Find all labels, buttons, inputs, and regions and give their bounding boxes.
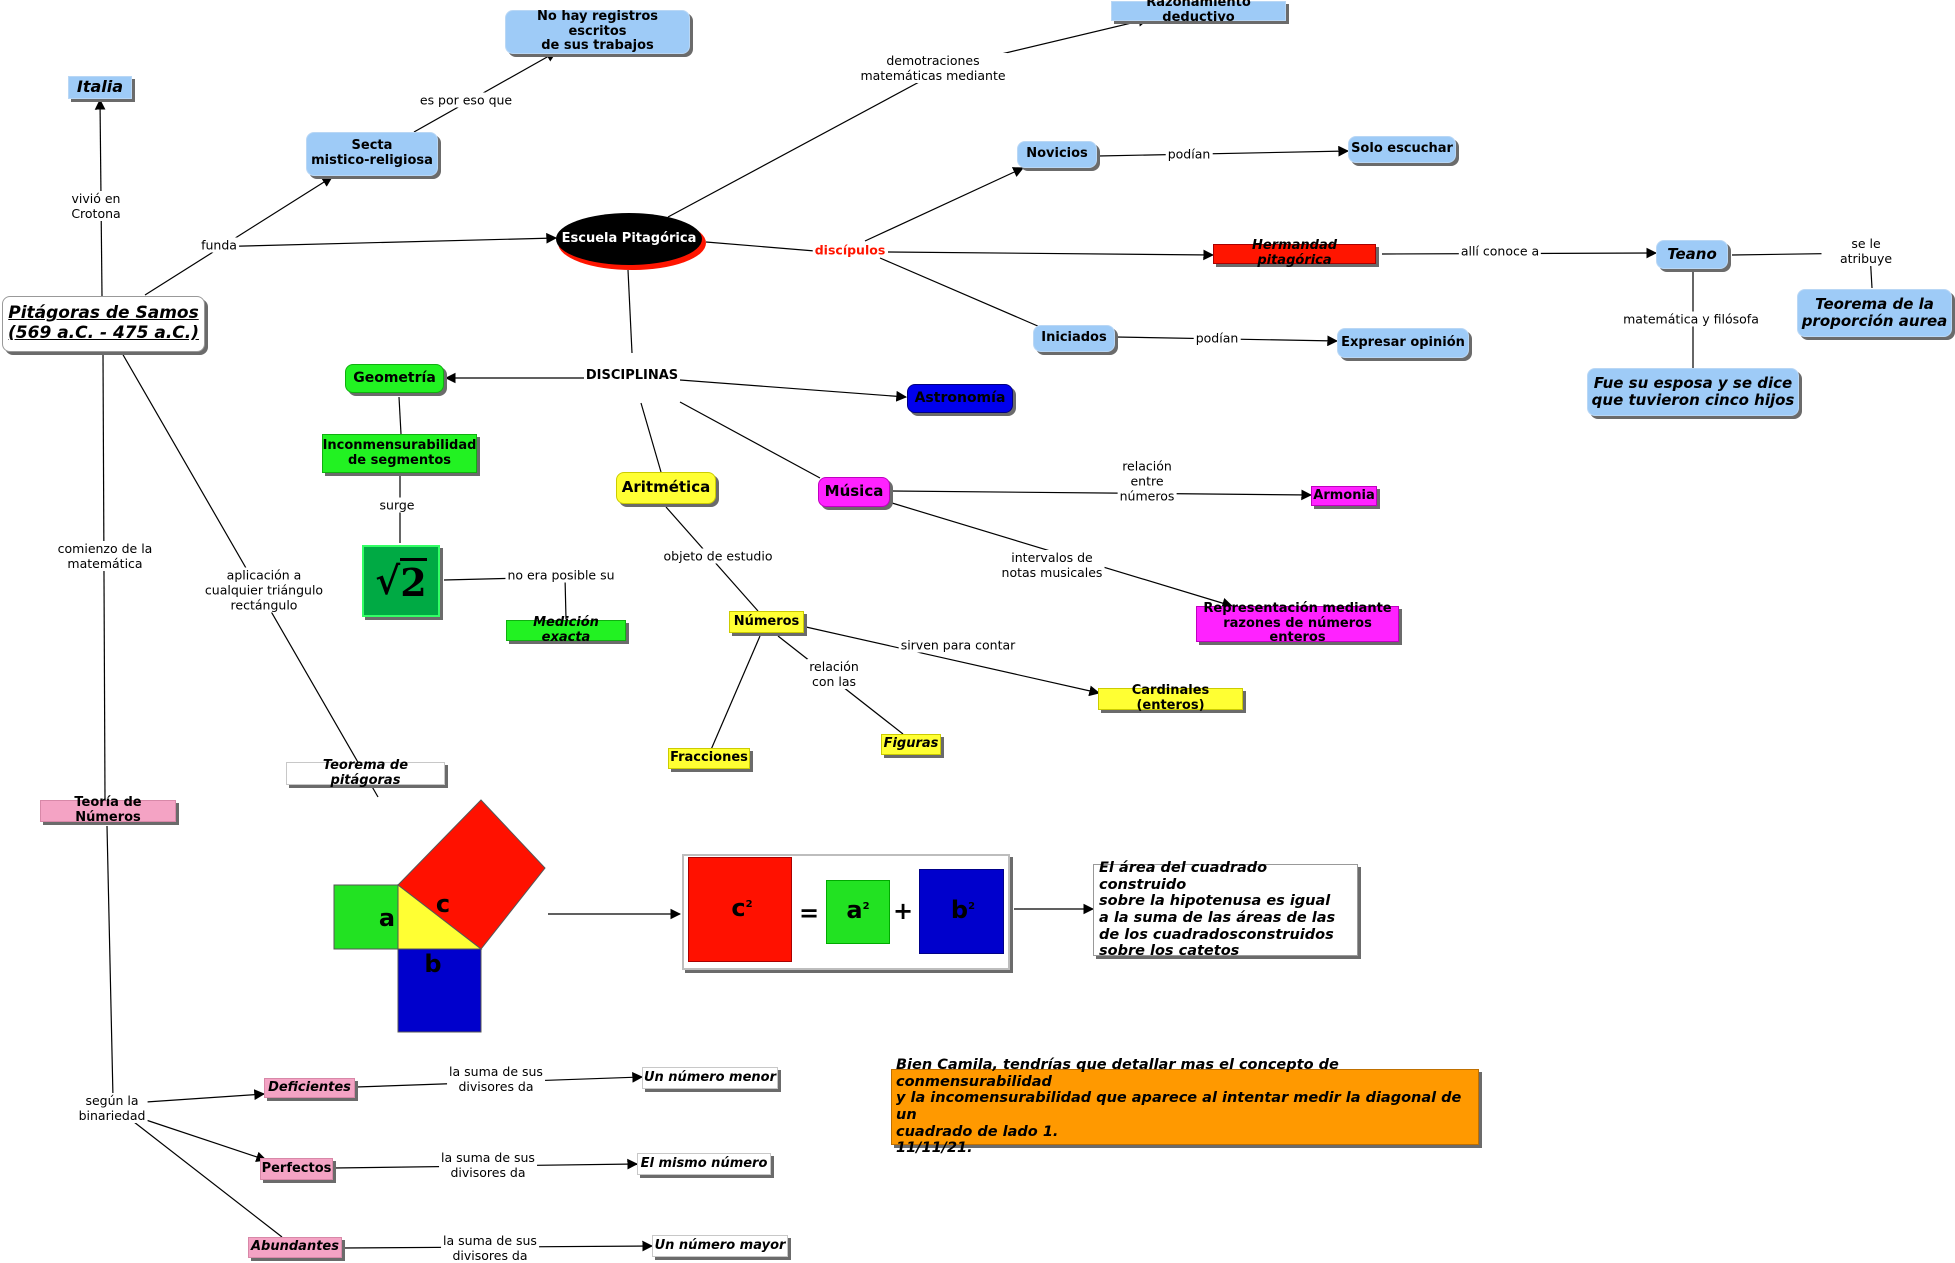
node-secta[interactable]: Secta mistico-religiosa <box>306 132 438 176</box>
equation-b: b2 <box>950 896 976 924</box>
sqrt-icon: √ <box>375 558 401 604</box>
node-astronomia[interactable]: Astronomía <box>907 384 1013 413</box>
node-comentario[interactable]: Bien Camila, tendrías que detallar mas e… <box>891 1057 1479 1156</box>
label-suma-3: la suma de sus divisores da <box>441 1233 539 1263</box>
node-abundantes[interactable]: Abundantes <box>248 1237 342 1258</box>
node-representacion[interactable]: Representación mediante razones de númer… <box>1196 601 1399 645</box>
label-alli-conoce: allí conoce a <box>1458 243 1542 259</box>
node-esposa[interactable]: Fue su esposa y se dice que tuvieron cin… <box>1587 368 1799 416</box>
label-discipulos: discípulos <box>812 242 888 258</box>
node-teoria-numeros[interactable]: Teoría de Números <box>40 795 176 825</box>
node-fracciones[interactable]: Fracciones <box>668 748 750 769</box>
label-aplicacion: aplicación a cualquier triángulo rectáng… <box>202 567 326 613</box>
node-novicios[interactable]: Novicios <box>1017 141 1097 168</box>
equation-a: a2 <box>846 896 870 924</box>
equals-sign: = <box>798 899 820 927</box>
node-expresar[interactable]: Expresar opinión <box>1337 328 1469 358</box>
label-podian-2: podían <box>1193 330 1241 346</box>
triangle <box>397 883 483 950</box>
node-geometria[interactable]: Geometría <box>345 364 444 393</box>
equation-square-c <box>688 857 792 962</box>
square-b <box>397 948 482 1033</box>
label-a: a <box>378 904 396 932</box>
label-suma-2: la suma de sus divisores da <box>439 1150 537 1180</box>
node-numeros[interactable]: Números <box>729 611 804 633</box>
node-inconmensurabilidad[interactable]: Inconmensurabilidad de segmentos <box>322 434 477 473</box>
label-es-por-eso: es por eso que <box>417 92 515 108</box>
node-musica[interactable]: Música <box>818 477 890 507</box>
node-perfectos[interactable]: Perfectos <box>260 1158 333 1180</box>
equation-c: c2 <box>731 894 753 922</box>
node-escuela[interactable]: Escuela Pitagórica <box>556 213 702 265</box>
node-mismo[interactable]: El mismo número <box>637 1153 771 1175</box>
label-no-era-posible: no era posible su <box>505 567 617 583</box>
equation-square-a <box>826 880 890 944</box>
label-podian-1: podían <box>1165 146 1213 162</box>
label-segun: según la binariedad <box>76 1093 148 1123</box>
label-surge: surge <box>377 497 417 513</box>
plus-sign: + <box>892 897 914 925</box>
node-pitagoras[interactable]: Pitágoras de Samos (569 a.C. - 475 a.C.) <box>2 296 205 352</box>
node-disciplinas[interactable]: DISCIPLINAS <box>585 367 679 383</box>
label-se-le-atribuye: se le atribuye <box>1821 236 1911 266</box>
node-teorema-pitagoras[interactable]: Teorema de pitágoras <box>286 758 445 787</box>
label-relacion-numeros: relación entre números <box>1117 458 1177 504</box>
label-suma-1: la suma de sus divisores da <box>447 1064 545 1094</box>
label-vivio: vivió en Crotona <box>69 191 123 221</box>
node-no-registros[interactable]: No hay registros escritos de sus trabajo… <box>505 9 690 54</box>
equation-square-b <box>919 869 1004 954</box>
node-razonamiento[interactable]: Razonamiento deductivo <box>1111 0 1286 25</box>
node-iniciados[interactable]: Iniciados <box>1033 325 1115 352</box>
label-comienzo: comienzo de la matemática <box>55 541 155 571</box>
node-menor[interactable]: Un número menor <box>642 1067 778 1089</box>
label-b: b <box>424 950 442 978</box>
node-armonia[interactable]: Armonia <box>1311 486 1377 506</box>
label-sirven-contar: sirven para contar <box>898 637 1018 653</box>
label-relacion-con: relación con las <box>807 659 861 689</box>
label-matematica-filosofa: matemática y filósofa <box>1621 311 1761 327</box>
label-objeto-estudio: objeto de estudio <box>661 548 775 564</box>
node-explicacion[interactable]: El área del cuadrado construido sobre la… <box>1093 860 1358 959</box>
node-sqrt2[interactable]: √2 <box>362 545 440 617</box>
node-deficientes[interactable]: Deficientes <box>264 1078 355 1098</box>
node-italia[interactable]: Italia <box>68 76 132 99</box>
node-cardinales[interactable]: Cardinales (enteros) <box>1098 683 1243 713</box>
node-mayor[interactable]: Un número mayor <box>652 1235 788 1257</box>
node-teorema-aurea[interactable]: Teorema de la proporción aurea <box>1797 289 1952 337</box>
node-aritmetica[interactable]: Aritmética <box>616 472 716 504</box>
node-solo-escuchar[interactable]: Solo escuchar <box>1348 136 1456 163</box>
label-c: c <box>435 890 451 918</box>
label-funda: funda <box>199 237 239 253</box>
label-intervalos: intervalos de notas musicales <box>999 550 1105 580</box>
node-figuras[interactable]: Figuras <box>881 734 941 755</box>
square-a <box>333 884 399 950</box>
label-demostraciones: demotraciones matemáticas mediante <box>858 53 1008 83</box>
node-teano[interactable]: Teano <box>1656 240 1728 269</box>
node-medicion[interactable]: Medición exacta <box>506 615 626 644</box>
node-hermandad[interactable]: Hermandad pitagórica <box>1213 238 1376 268</box>
